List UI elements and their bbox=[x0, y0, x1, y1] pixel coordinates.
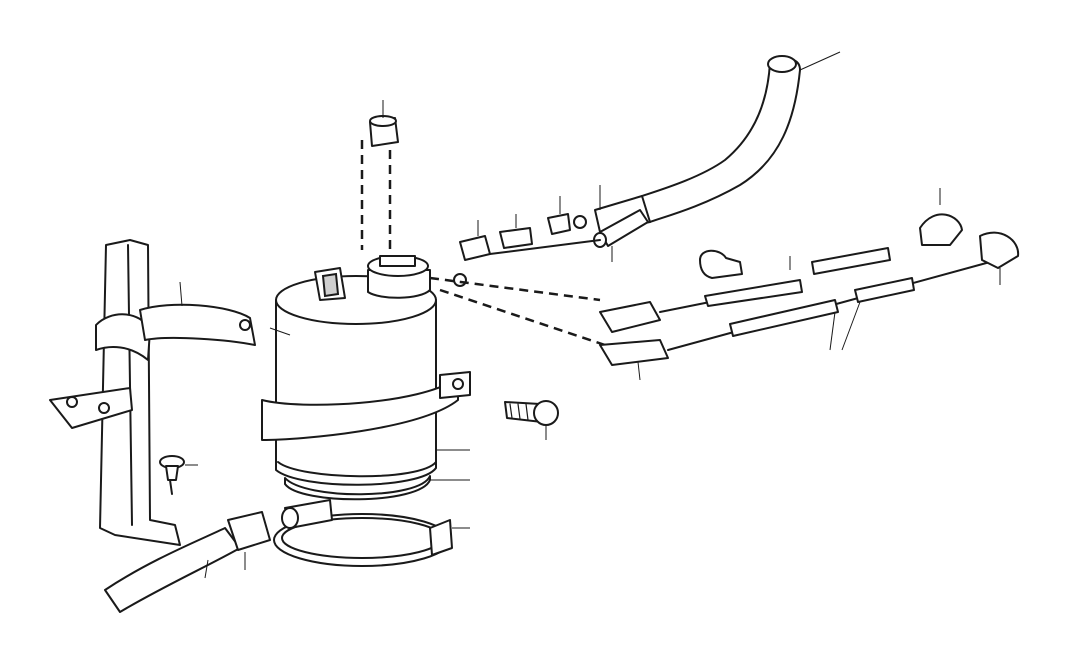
branch-hose[interactable] bbox=[593, 209, 649, 248]
hose-clamp[interactable] bbox=[273, 513, 470, 567]
lower-fuel-hose[interactable] bbox=[104, 499, 333, 613]
cap[interactable] bbox=[360, 100, 399, 250]
tapping-screw[interactable] bbox=[159, 455, 198, 495]
hose-connector[interactable] bbox=[459, 196, 601, 261]
routing-line-a bbox=[429, 276, 601, 302]
leader-line bbox=[269, 327, 291, 336]
hose-clip[interactable] bbox=[699, 249, 791, 279]
bolt[interactable] bbox=[504, 400, 559, 440]
fuel-filter-canister[interactable] bbox=[275, 255, 467, 501]
canister-strap[interactable] bbox=[261, 371, 471, 441]
mounting-bracket[interactable] bbox=[49, 239, 256, 546]
vent-hose[interactable] bbox=[599, 188, 1020, 381]
upper-fuel-hose[interactable] bbox=[594, 51, 841, 233]
